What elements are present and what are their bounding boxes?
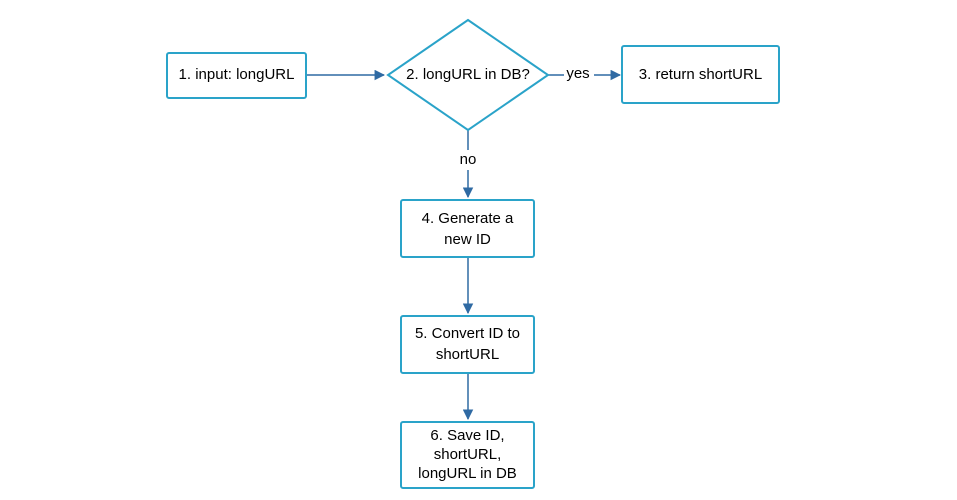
node-save-label-line-2: shortURL, bbox=[434, 446, 502, 463]
node-generate: 4. Generate a new ID bbox=[400, 199, 535, 258]
node-save-label-line-1: 6. Save ID, bbox=[430, 427, 504, 444]
node-generate-label-line-1: 4. Generate a bbox=[422, 210, 514, 227]
edge-label-no-text: no bbox=[460, 151, 477, 168]
node-input: 1. input: longURL bbox=[166, 52, 307, 99]
node-convert-label-line-1: 5. Convert ID to bbox=[415, 325, 520, 342]
edge-label-yes: yes bbox=[564, 65, 594, 83]
node-check-decision: 2. longURL in DB? bbox=[386, 18, 550, 132]
edge-label-no: no bbox=[456, 150, 482, 170]
node-save-label-line-3: longURL in DB bbox=[418, 465, 517, 482]
node-check-label: 2. longURL in DB? bbox=[406, 66, 530, 83]
node-generate-label-line-2: new ID bbox=[444, 231, 491, 248]
node-input-label: 1. input: longURL bbox=[179, 66, 295, 83]
node-save: 6. Save ID, shortURL, longURL in DB bbox=[400, 421, 535, 489]
node-return-label: 3. return shortURL bbox=[639, 66, 762, 83]
node-convert-label-line-2: shortURL bbox=[436, 346, 499, 363]
node-convert: 5. Convert ID to shortURL bbox=[400, 315, 535, 374]
node-return: 3. return shortURL bbox=[621, 45, 780, 104]
edge-label-yes-text: yes bbox=[566, 65, 589, 82]
